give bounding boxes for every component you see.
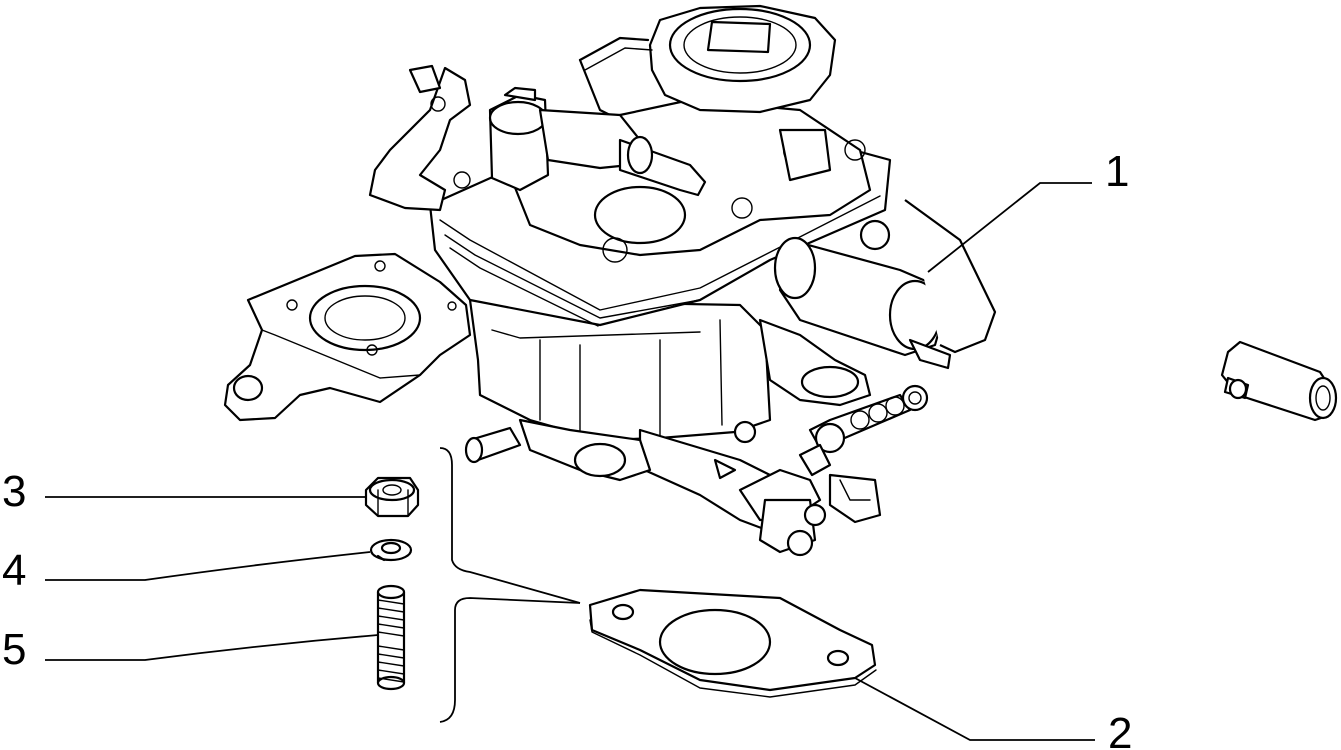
callout-4: 4 (2, 546, 26, 595)
spring-washer-icon[interactable] (369, 538, 413, 562)
hose-connector-icon[interactable] (1220, 340, 1338, 422)
callout-3: 3 (2, 467, 26, 516)
carburetor-icon[interactable] (223, 4, 997, 557)
stud-icon[interactable] (376, 584, 406, 691)
callout-1: 1 (1105, 147, 1129, 196)
nut-icon[interactable] (364, 476, 420, 518)
adjusting-screw-icon (808, 384, 929, 454)
callout-2: 2 (1108, 709, 1132, 750)
leader-line-1 (927, 182, 1092, 273)
grouping-bracket (439, 447, 581, 723)
leader-line-4 (45, 551, 371, 581)
leader-line-2 (854, 677, 1095, 741)
leader-line-5 (45, 634, 379, 661)
gasket-icon[interactable] (588, 588, 877, 698)
callout-5: 5 (2, 625, 26, 674)
